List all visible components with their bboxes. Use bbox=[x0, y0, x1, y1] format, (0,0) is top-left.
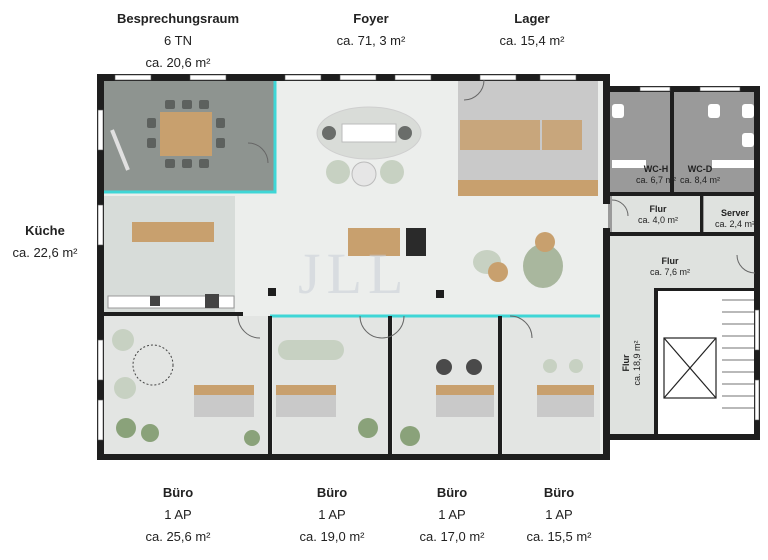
room-area: ca. 8,4 m² bbox=[679, 175, 721, 185]
label-workplaces: 1 AP bbox=[545, 507, 573, 522]
foyer-furniture bbox=[316, 106, 582, 288]
room-title: Flur bbox=[621, 354, 631, 372]
label-wc-h: WC-H ca. 6,7 m² bbox=[636, 164, 676, 186]
room-area: ca. 6,7 m² bbox=[635, 175, 677, 185]
label-workplaces: 1 AP bbox=[438, 507, 466, 522]
doors bbox=[237, 79, 756, 339]
server-floor bbox=[704, 196, 758, 232]
label-kueche: Küche ca. 22,6 m² bbox=[12, 220, 77, 264]
accent-lines bbox=[103, 80, 600, 318]
lift-shaft bbox=[663, 337, 717, 399]
label-lager: Lager ca. 15,4 m² bbox=[499, 8, 564, 52]
meeting-table bbox=[110, 100, 225, 171]
flur-small-floor bbox=[612, 196, 700, 232]
label-buero-1: Büro 1 AP ca. 25,6 m² bbox=[145, 482, 210, 548]
stairs bbox=[722, 299, 754, 409]
label-area: ca. 71, 3 m² bbox=[336, 33, 406, 48]
label-title: Büro bbox=[162, 485, 194, 500]
room-title: Server bbox=[720, 208, 750, 218]
label-area: ca. 22,6 m² bbox=[12, 245, 78, 260]
wc-fixtures bbox=[612, 104, 754, 168]
label-title: Büro bbox=[543, 485, 575, 500]
label-area: ca. 20,6 m² bbox=[145, 55, 211, 70]
label-workplaces: 1 AP bbox=[164, 507, 192, 522]
room-area: ca. 7,6 m² bbox=[649, 267, 691, 277]
room-title: Flur bbox=[649, 204, 667, 214]
kitchen-floor bbox=[103, 196, 235, 312]
kitchen-furniture bbox=[107, 222, 235, 309]
label-wc-d: WC-D ca. 8,4 m² bbox=[680, 164, 720, 186]
label-title: Büro bbox=[316, 485, 348, 500]
label-buero-2: Büro 1 AP ca. 19,0 m² bbox=[299, 482, 364, 548]
label-besprechungsraum: Besprechungsraum 6 TN ca. 20,6 m² bbox=[117, 8, 239, 74]
label-area: ca. 17,0 m² bbox=[419, 529, 485, 544]
room-area: ca. 2,4 m² bbox=[714, 219, 756, 229]
label-server: Server ca. 2,4 m² bbox=[715, 208, 755, 230]
office-furniture bbox=[112, 329, 594, 446]
label-workplaces: 1 AP bbox=[318, 507, 346, 522]
label-title: Besprechungsraum bbox=[116, 11, 240, 26]
label-area: ca. 19,0 m² bbox=[299, 529, 365, 544]
label-area: ca. 25,6 m² bbox=[145, 529, 211, 544]
jll-watermark: JLL bbox=[298, 241, 410, 306]
label-buero-3: Büro 1 AP ca. 17,0 m² bbox=[419, 482, 484, 548]
label-buero-4: Büro 1 AP ca. 15,5 m² bbox=[526, 482, 591, 548]
label-area: ca. 15,4 m² bbox=[499, 33, 565, 48]
label-flur-right: Flur ca. 7,6 m² bbox=[650, 256, 690, 278]
room-title: Flur bbox=[661, 256, 679, 266]
label-title: Lager bbox=[514, 11, 550, 26]
room-area: ca. 4,0 m² bbox=[637, 215, 679, 225]
label-flur-small: Flur ca. 4,0 m² bbox=[638, 204, 678, 226]
label-title: Büro bbox=[436, 485, 468, 500]
label-foyer: Foyer ca. 71, 3 m² bbox=[337, 8, 406, 52]
room-title: WC-D bbox=[687, 164, 713, 174]
room-area: ca. 18,9 m² bbox=[632, 340, 642, 386]
label-flur-vertical: Flur ca. 18,9 m² bbox=[621, 340, 643, 385]
stairwell-floor bbox=[658, 288, 758, 440]
room-title: WC-H bbox=[643, 164, 669, 174]
label-title: Küche bbox=[25, 223, 65, 238]
storage-shelf bbox=[458, 180, 598, 196]
label-area: ca. 15,5 m² bbox=[526, 529, 592, 544]
windows bbox=[97, 74, 760, 441]
label-title: Foyer bbox=[353, 11, 389, 26]
flur-right-floor bbox=[608, 236, 758, 288]
label-capacity: 6 TN bbox=[164, 33, 192, 48]
flur-vertical-floor bbox=[608, 288, 658, 440]
